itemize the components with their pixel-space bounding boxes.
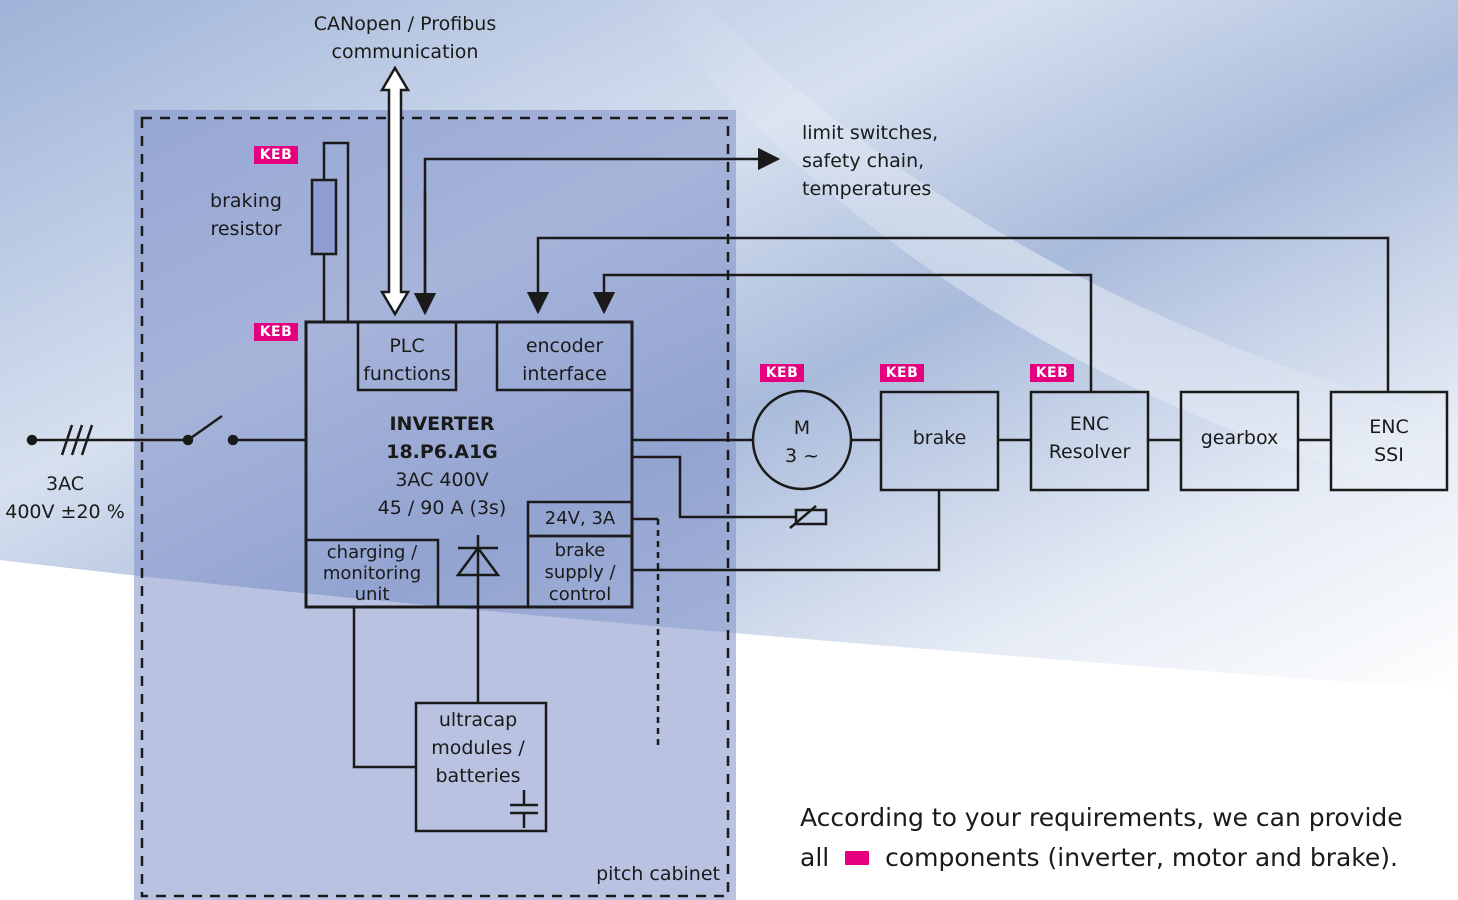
ultracap-box: [414, 701, 548, 833]
components-note: According to your requirements, we can p…: [800, 798, 1450, 878]
gearbox-label: gearbox: [1200, 427, 1279, 449]
inverter-current: 45 / 90 A (3s): [377, 497, 507, 519]
encoder-feedback-lines: [526, 236, 1390, 392]
note-line-1: According to your requirements, we can p…: [800, 803, 1403, 832]
keb-logo: KEB: [880, 364, 924, 382]
pitch-cabinet-label: pitch cabinet: [596, 863, 720, 885]
braking-resistor: [310, 141, 350, 322]
plc-box: [356, 320, 458, 392]
limit-switches-arrow: [413, 147, 781, 316]
inverter-box: [304, 320, 634, 609]
capacitor-symbol: [510, 790, 538, 828]
keb-logo: KEB: [254, 323, 298, 341]
supply-24v-line: [632, 517, 660, 745]
inverter-model: 18.P6.A1G: [386, 441, 498, 463]
brake-label: brake: [912, 427, 967, 449]
note-line-2-end: components (inverter, motor and brake).: [885, 843, 1398, 872]
charging-connection-line: [352, 607, 416, 769]
inverter-rating: 3AC 400V: [395, 469, 489, 491]
encoder-interface-box: [495, 320, 634, 392]
note-line-2: all components (inverter, motor and brak…: [800, 838, 1450, 878]
keb-logo: KEB: [254, 146, 298, 164]
supply-24v-label: 24V, 3A: [544, 508, 616, 529]
charging-unit-box: [304, 538, 440, 609]
communication-arrow: [379, 65, 411, 317]
keb-logo: KEB: [760, 364, 804, 382]
pitch-cabinet-area: [134, 110, 736, 900]
mains-input: [26, 414, 306, 456]
brake-supply-line: [632, 490, 941, 572]
brake-supply-box: [526, 534, 634, 609]
keb-inline-logo: [843, 849, 871, 867]
motor-connection: [632, 389, 881, 491]
inverter-title: INVERTER: [389, 413, 495, 435]
enc-ssi-box: [1329, 390, 1449, 492]
background-swoosh: [640, 0, 1458, 500]
pitch-cabinet-border: [140, 116, 730, 898]
diode-symbol: [455, 535, 501, 703]
thermistor-symbol: [632, 455, 828, 529]
limit-switches-label: limit switches,safety chain,temperatures: [802, 122, 939, 200]
keb-logo: KEB: [1030, 364, 1074, 382]
note-line-2-start: all: [800, 843, 830, 872]
